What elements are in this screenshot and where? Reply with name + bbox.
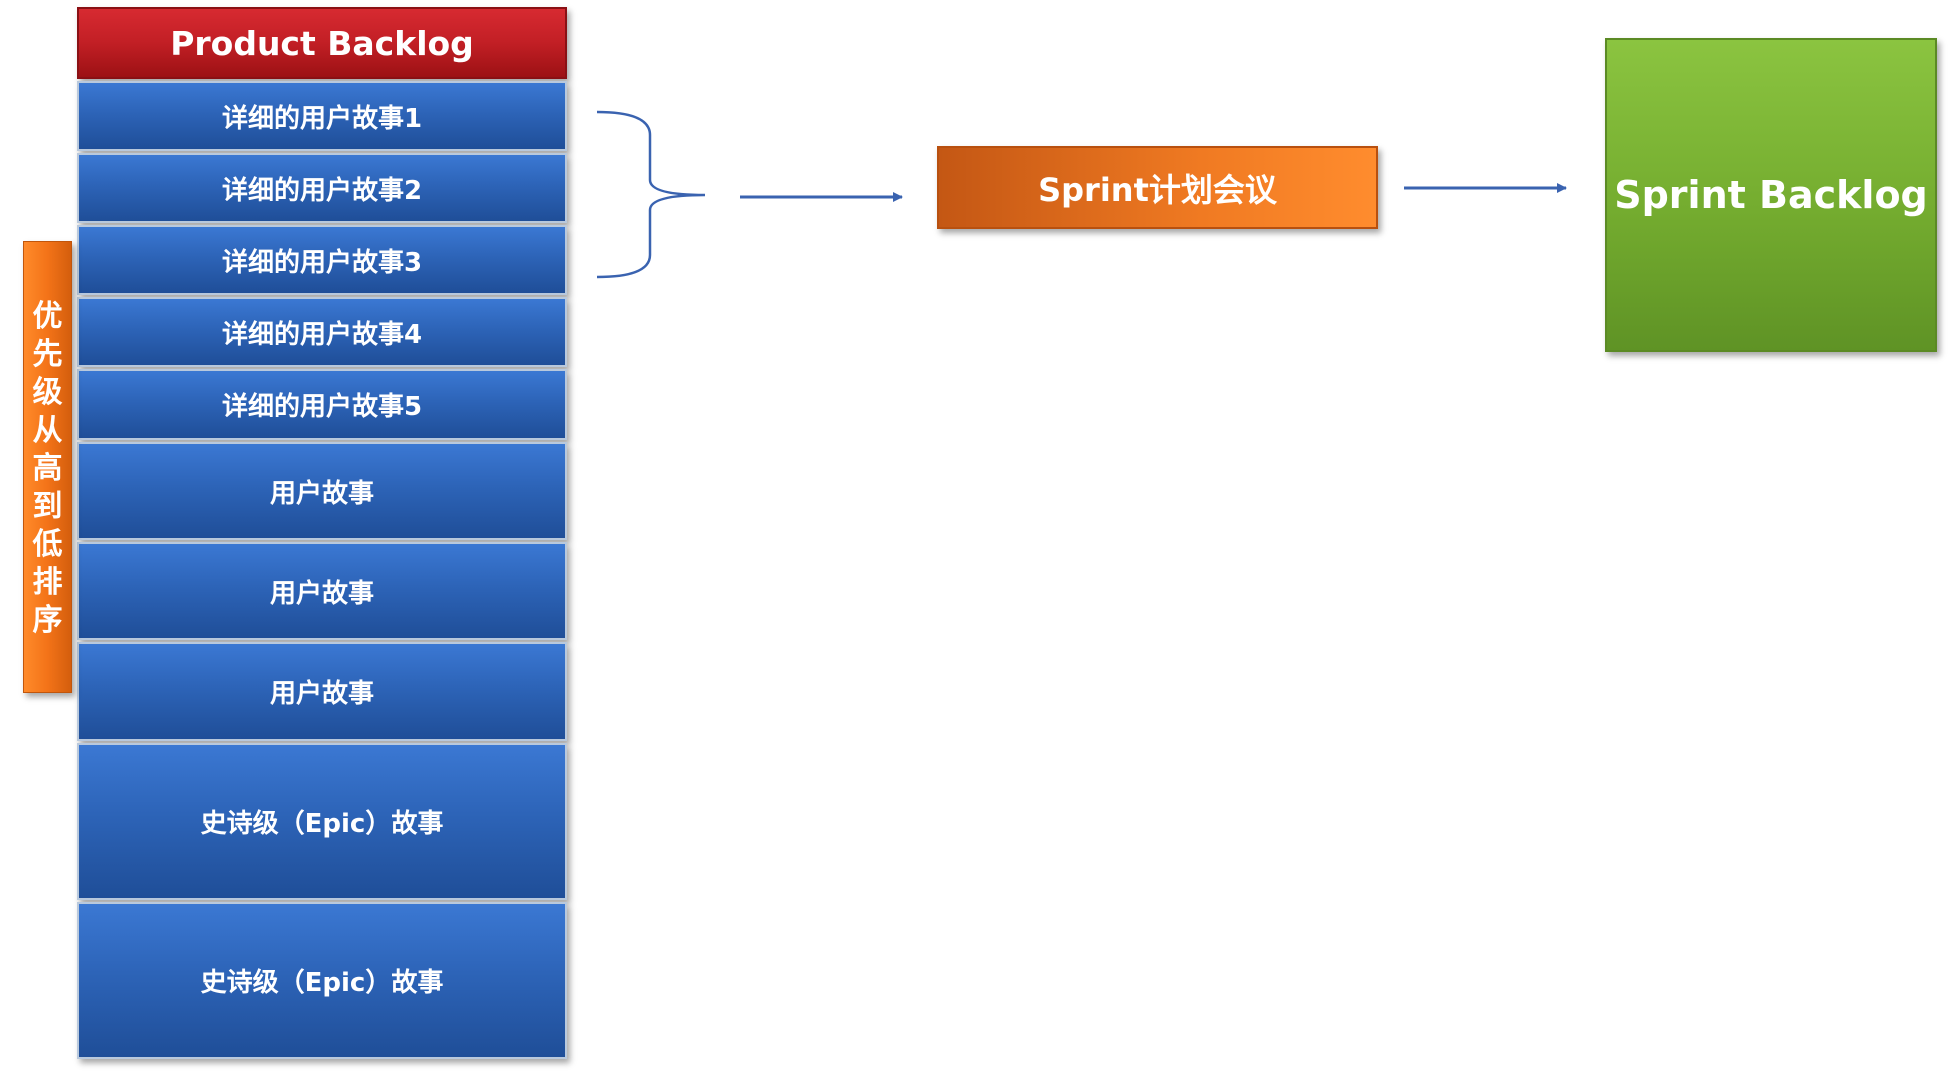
story-item-1: 详细的用户故事1 bbox=[77, 81, 567, 151]
priority-char: 低 bbox=[32, 527, 63, 562]
story-item-label: 详细的用户故事5 bbox=[221, 392, 423, 422]
story-item-label: 史诗级（Epic）故事 bbox=[200, 809, 444, 839]
story-item-6: 用户故事 bbox=[77, 442, 567, 540]
priority-char: 先 bbox=[32, 337, 63, 372]
story-item-label: 用户故事 bbox=[269, 679, 374, 709]
priority-char: 到 bbox=[32, 489, 63, 524]
sprint-planning-meeting: Sprint计划会议 bbox=[937, 146, 1378, 229]
story-item-8: 用户故事 bbox=[77, 642, 567, 741]
story-item-2: 详细的用户故事2 bbox=[77, 153, 567, 223]
story-item-label: 详细的用户故事2 bbox=[221, 175, 423, 206]
story-item-label: 用户故事 bbox=[269, 478, 374, 509]
grouping-brace bbox=[596, 110, 706, 279]
priority-order-label: 优 先 级 从 高 到 低 排 序 bbox=[23, 241, 72, 693]
story-item-5: 详细的用户故事5 bbox=[77, 369, 567, 440]
story-item-label: 详细的用户故事4 bbox=[221, 319, 423, 350]
priority-char: 级 bbox=[32, 375, 63, 410]
product-backlog-title: Product Backlog bbox=[170, 23, 474, 63]
sprint-backlog-label: Sprint Backlog bbox=[1614, 173, 1928, 217]
priority-char: 优 bbox=[32, 299, 63, 334]
sprint-meeting-label: Sprint计划会议 bbox=[1038, 170, 1277, 209]
story-item-label: 详细的用户故事3 bbox=[221, 247, 423, 278]
story-item-label: 史诗级（Epic）故事 bbox=[200, 968, 444, 998]
priority-char: 排 bbox=[32, 565, 63, 600]
story-item-3: 详细的用户故事3 bbox=[77, 225, 567, 295]
priority-char: 从 bbox=[32, 413, 63, 448]
priority-char: 序 bbox=[32, 603, 63, 638]
sprint-backlog-box: Sprint Backlog bbox=[1605, 38, 1937, 352]
epic-item-1: 史诗级（Epic）故事 bbox=[77, 743, 567, 900]
story-item-4: 详细的用户故事4 bbox=[77, 297, 567, 367]
epic-item-2: 史诗级（Epic）故事 bbox=[77, 902, 567, 1059]
product-backlog-header: Product Backlog bbox=[77, 7, 567, 79]
priority-char: 高 bbox=[32, 451, 63, 486]
story-item-label: 用户故事 bbox=[269, 578, 374, 609]
story-item-7: 用户故事 bbox=[77, 542, 567, 640]
story-item-label: 详细的用户故事1 bbox=[221, 103, 423, 134]
